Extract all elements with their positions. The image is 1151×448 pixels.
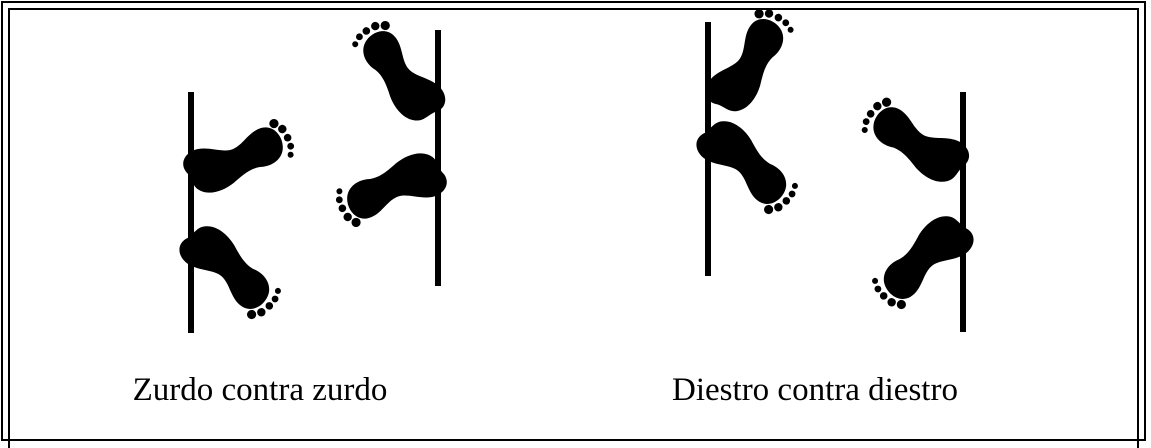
footprint-icon bbox=[698, 1, 803, 122]
footprint-icon bbox=[329, 146, 452, 231]
right-caption: Diestro contra diestro bbox=[672, 372, 958, 408]
left-line-a bbox=[188, 92, 194, 333]
footprint-icon bbox=[178, 115, 301, 200]
left-line-b bbox=[435, 30, 441, 286]
inner-table-border bbox=[8, 8, 1139, 448]
right-stance-diagram bbox=[689, 1, 981, 332]
left-caption: Zurdo contra zurdo bbox=[132, 372, 388, 408]
stance-diagrams bbox=[0, 1, 981, 333]
right-line-b bbox=[960, 92, 966, 332]
left-stance-diagram bbox=[172, 14, 453, 333]
footprint-icon bbox=[854, 92, 975, 190]
